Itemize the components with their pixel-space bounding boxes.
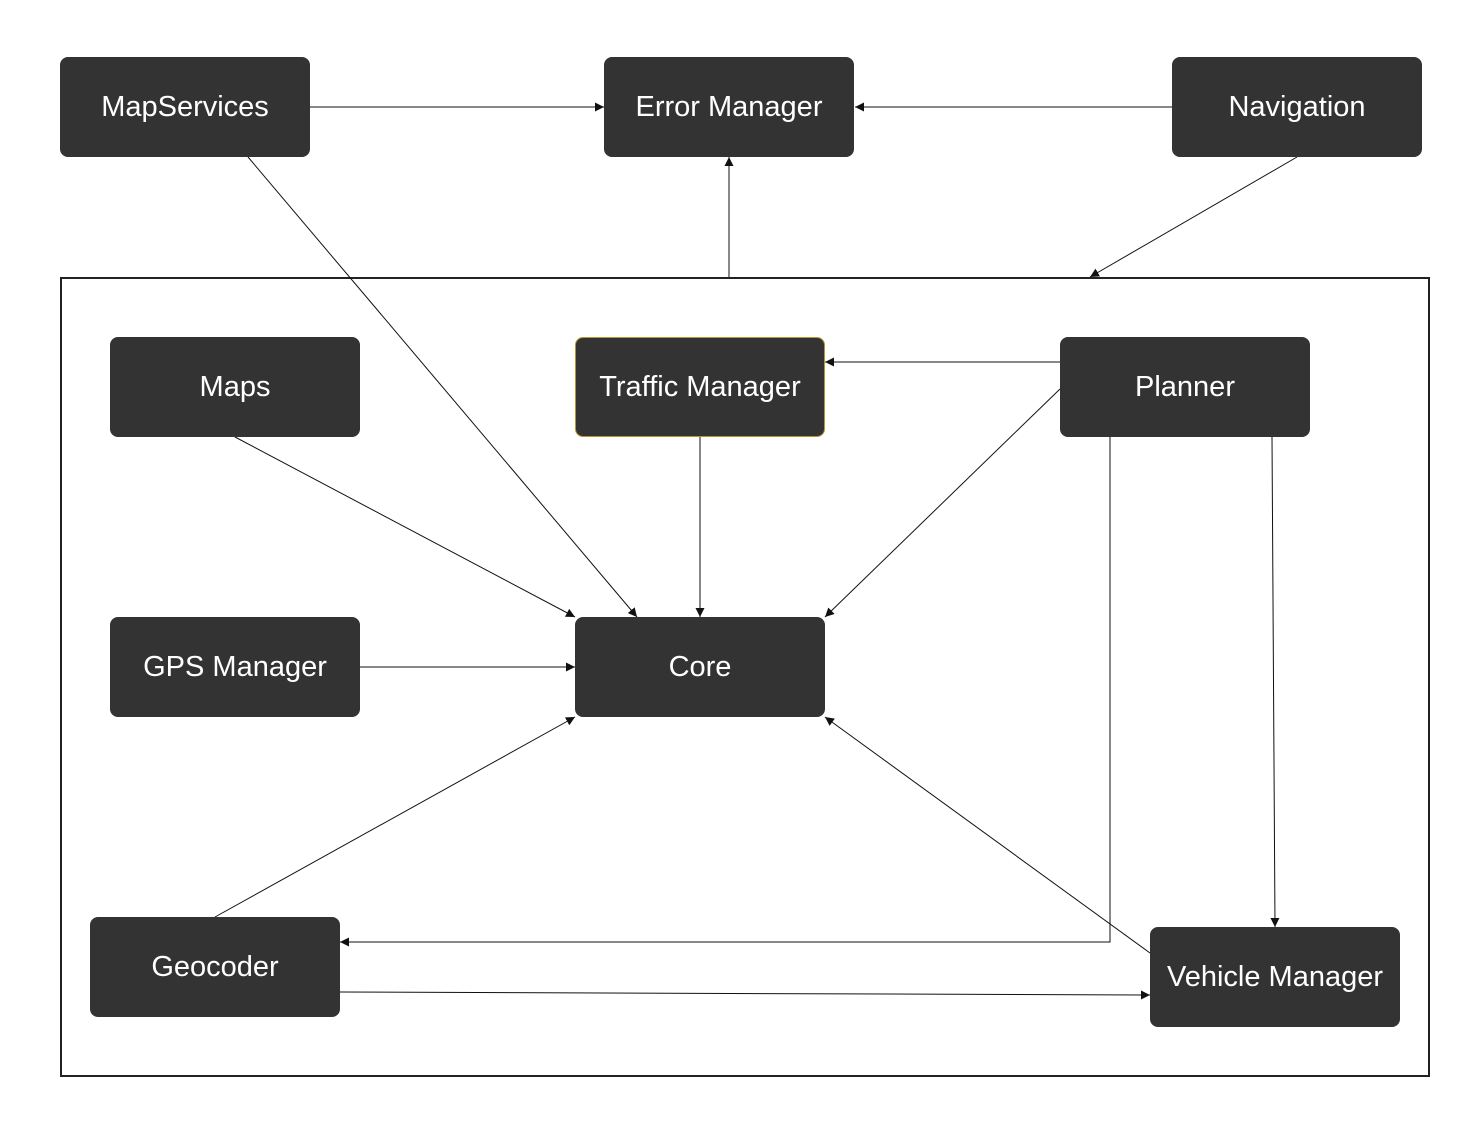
vehicle-manager-node[interactable]: Vehicle Manager xyxy=(1150,927,1400,1027)
edge-geocoder-to-vehicle-manager xyxy=(339,990,1151,1000)
edge-planner-to-core xyxy=(824,388,1061,618)
traffic-manager-node[interactable]: Traffic Manager xyxy=(575,337,825,437)
mapservices-node[interactable]: MapServices xyxy=(60,57,310,157)
edge-geocoder-to-core xyxy=(214,716,576,918)
edge-planner-to-vehicle-manager xyxy=(1270,436,1280,928)
edge-vehicle-manager-to-core xyxy=(824,716,1151,954)
core-node[interactable]: Core xyxy=(575,617,825,717)
edge-mapservices-to-core xyxy=(247,156,638,618)
edge-navigation-to-group xyxy=(1089,156,1298,278)
edge-planner-to-geocoder xyxy=(340,437,1111,947)
gps-manager-node[interactable]: GPS Manager xyxy=(110,617,360,717)
navigation-node[interactable]: Navigation xyxy=(1172,57,1422,157)
planner-node[interactable]: Planner xyxy=(1060,337,1310,437)
geocoder-node[interactable]: Geocoder xyxy=(90,917,340,1017)
error-manager-node[interactable]: Error Manager xyxy=(604,57,854,157)
edge-maps-to-core xyxy=(234,436,576,618)
maps-node[interactable]: Maps xyxy=(110,337,360,437)
